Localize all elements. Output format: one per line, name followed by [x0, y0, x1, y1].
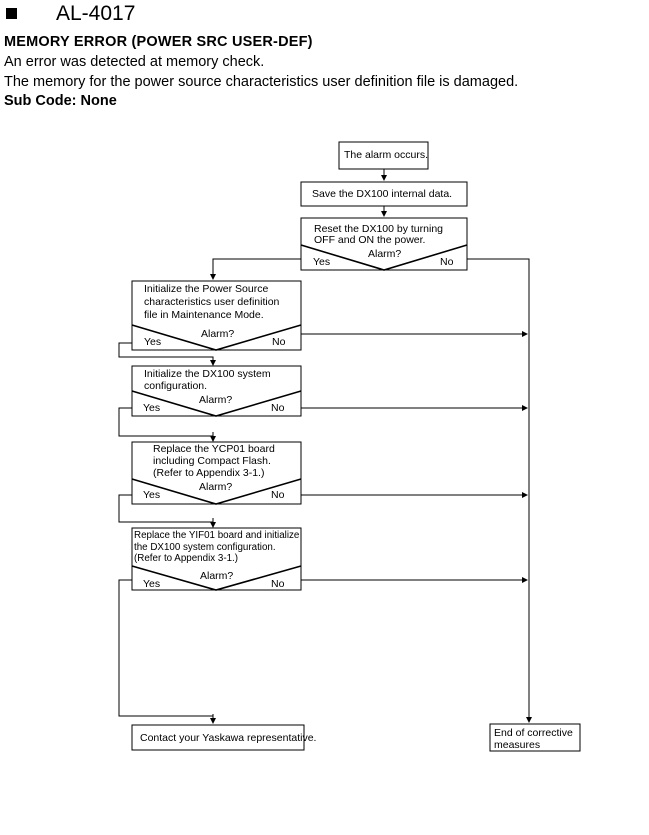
decision-label: Alarm? [368, 248, 401, 260]
yes-label: Yes [313, 256, 330, 268]
step4-text-line-1: Replace the YIF01 board and initialize [134, 530, 300, 541]
error-title: MEMORY ERROR (POWER SRC USER-DEF) [4, 34, 313, 50]
step4-text-line-3: (Refer to Appendix 3-1.) [134, 553, 238, 564]
start-text: The alarm occurs. [344, 149, 428, 161]
step3-text-line-1: Replace the YCP01 board [153, 443, 275, 455]
square-bullet-icon [6, 8, 17, 19]
yes-label: Yes [143, 402, 160, 414]
error-description-1: An error was detected at memory check. [4, 54, 265, 70]
end-text-line-1: End of corrective [494, 727, 573, 739]
step1-text-line-2: characteristics user definition [144, 296, 280, 308]
yes-label: Yes [143, 578, 160, 590]
step4-text-line-2: the DX100 system configuration. [134, 542, 276, 553]
alarm-code: AL-4017 [56, 2, 136, 25]
step1-text-line-3: file in Maintenance Mode. [144, 309, 264, 321]
reset-text-line-2: OFF and ON the power. [314, 234, 425, 246]
sub-code: Sub Code: None [4, 93, 117, 109]
step2-text-line-2: configuration. [144, 380, 207, 392]
no-label: No [272, 336, 286, 348]
no-label: No [271, 578, 285, 590]
decision-label: Alarm? [200, 570, 233, 582]
step1-text-line-1: Initialize the Power Source [144, 283, 268, 295]
end-box [489, 723, 581, 752]
yes-label: Yes [144, 336, 161, 348]
decision-label: Alarm? [199, 394, 232, 406]
no-label: No [440, 256, 454, 268]
error-description-2: The memory for the power source characte… [4, 74, 519, 90]
yes-label: Yes [143, 489, 160, 501]
contact-text: Contact your Yaskawa representative. [140, 732, 316, 744]
step2-text-line-1: Initialize the DX100 system [144, 368, 271, 380]
reset-text-line-1: Reset the DX100 by turning [314, 223, 443, 235]
decision-label: Alarm? [201, 328, 234, 340]
step3-text-line-3: (Refer to Appendix 3-1.) [153, 467, 264, 479]
no-label: No [271, 489, 285, 501]
save-text: Save the DX100 internal data. [312, 188, 452, 200]
end-text-line-2: measures [494, 739, 540, 751]
contact-box [131, 724, 305, 751]
no-label: No [271, 402, 285, 414]
step3-text-line-2: including Compact Flash. [153, 455, 271, 467]
decision-label: Alarm? [199, 481, 232, 493]
